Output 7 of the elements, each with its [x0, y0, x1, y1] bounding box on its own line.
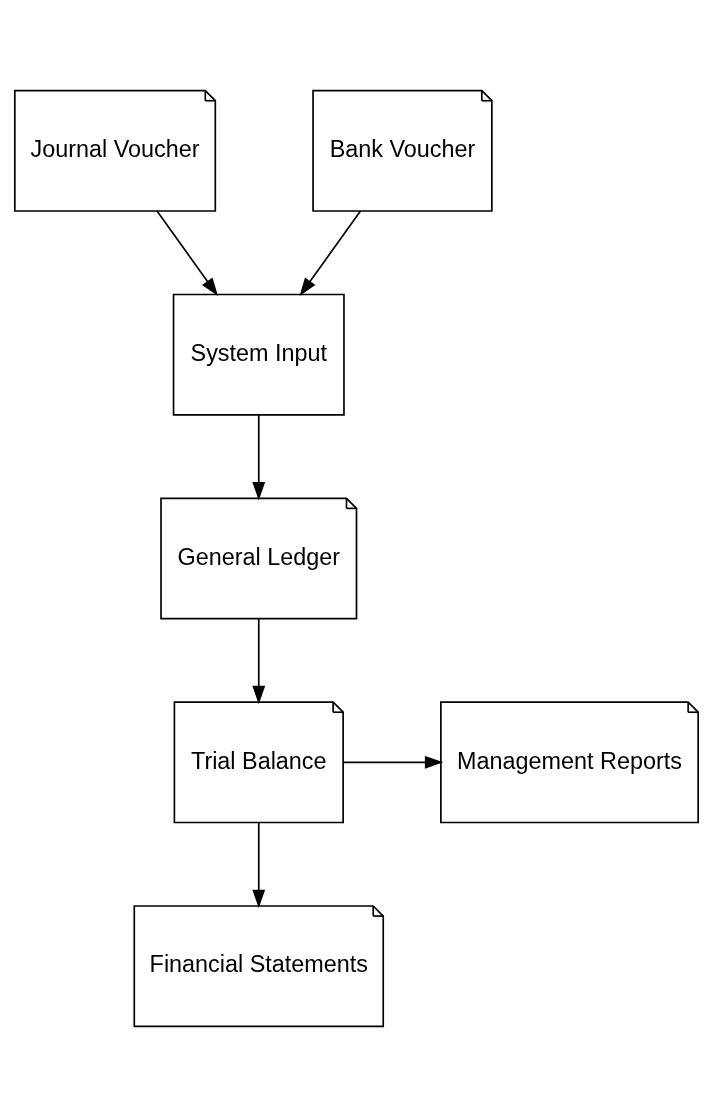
arrow: [156, 210, 218, 297]
arrow: [252, 617, 266, 705]
arrow: [342, 755, 444, 769]
arrow: [252, 414, 266, 501]
node-box: System Input: [172, 293, 345, 416]
arrow: [299, 210, 362, 297]
arrow: [252, 821, 266, 909]
